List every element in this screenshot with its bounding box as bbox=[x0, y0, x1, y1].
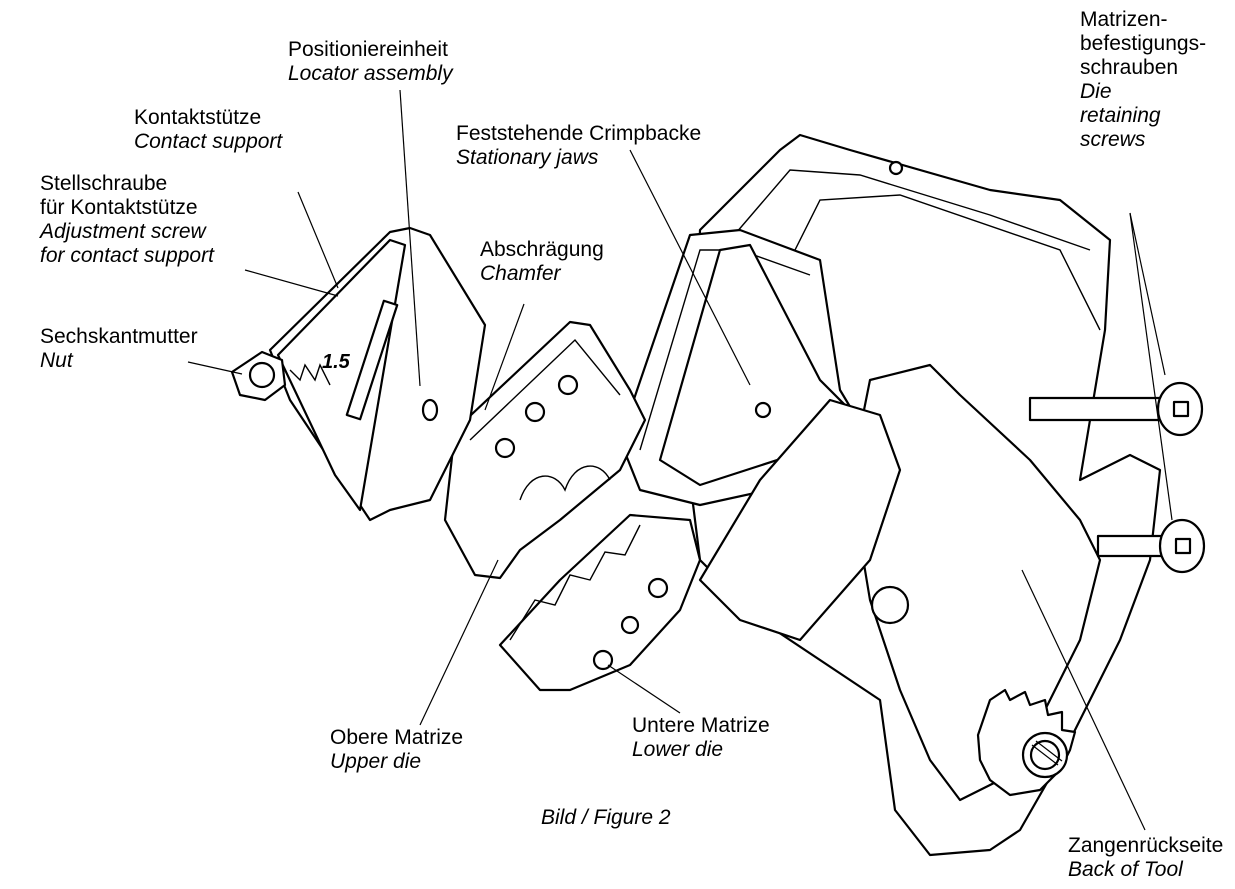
label-nut: Sechskantmutter Nut bbox=[40, 325, 198, 373]
label-chamfer-de: Abschrägung bbox=[480, 238, 604, 261]
label-nut-en: Nut bbox=[40, 349, 73, 372]
hex-nut bbox=[230, 350, 287, 402]
label-retaining-screws-en3: screws bbox=[1080, 128, 1146, 151]
label-retaining-screws-de3: schrauben bbox=[1080, 56, 1179, 79]
label-locator-de: Positioniereinheit bbox=[288, 38, 448, 61]
label-chamfer: Abschrägung Chamfer bbox=[480, 238, 604, 286]
label-adjustment-screw-de1: Stellschraube bbox=[40, 172, 168, 195]
label-upper-die-de: Obere Matrize bbox=[330, 726, 464, 749]
locator-marking: 1.5 bbox=[322, 351, 351, 373]
label-lower-die: Untere Matrize Lower die bbox=[632, 714, 770, 762]
label-locator-en: Locator assembly bbox=[288, 62, 453, 85]
label-retaining-screws-en1: Die bbox=[1080, 80, 1112, 103]
label-nut-de: Sechskantmutter bbox=[40, 325, 198, 348]
label-back-of-tool: Zangenrückseite Back of Tool bbox=[1068, 834, 1223, 882]
label-contact-support-en: Contact support bbox=[134, 130, 283, 153]
label-back-of-tool-en: Back of Tool bbox=[1068, 858, 1183, 881]
locator-assembly: 1.5 bbox=[268, 226, 487, 522]
label-retaining-screws-de2: befestigungs- bbox=[1080, 32, 1207, 55]
label-adjustment-screw-en2: for contact support bbox=[40, 244, 214, 267]
stationary-jaws bbox=[618, 228, 902, 642]
label-lower-die-de: Untere Matrize bbox=[632, 714, 770, 737]
label-stationary-jaws: Feststehende Crimpbacke Stationary jaws bbox=[456, 122, 701, 170]
label-locator: Positioniereinheit Locator assembly bbox=[288, 38, 453, 86]
label-back-of-tool-de: Zangenrückseite bbox=[1068, 834, 1224, 857]
label-retaining-screws: Matrizen- befestigungs- schrauben Die re… bbox=[1080, 8, 1206, 152]
label-upper-die-en: Upper die bbox=[330, 750, 422, 773]
label-upper-die: Obere Matrize Upper die bbox=[330, 726, 463, 774]
label-contact-support: Kontaktstütze Contact support bbox=[134, 106, 282, 154]
retaining-screws bbox=[1028, 381, 1206, 574]
label-adjustment-screw: Stellschraube für Kontaktstütze Adjustme… bbox=[40, 172, 214, 268]
figure-caption: Bild / Figure 2 bbox=[541, 806, 671, 829]
label-stationary-jaws-en: Stationary jaws bbox=[456, 146, 599, 169]
label-adjustment-screw-de2: für Kontaktstütze bbox=[40, 196, 198, 219]
label-lower-die-en: Lower die bbox=[632, 738, 724, 761]
label-chamfer-en: Chamfer bbox=[480, 262, 561, 285]
label-adjustment-screw-en1: Adjustment screw bbox=[40, 220, 206, 243]
upper-die bbox=[443, 320, 647, 580]
label-retaining-screws-en2: retaining bbox=[1080, 104, 1161, 127]
lower-die bbox=[498, 513, 702, 692]
label-retaining-screws-de1: Matrizen- bbox=[1080, 8, 1168, 31]
leader-lines bbox=[187, 89, 1173, 831]
label-contact-support-de: Kontaktstütze bbox=[134, 106, 262, 129]
label-stationary-jaws-de: Feststehende Crimpbacke bbox=[456, 122, 702, 145]
